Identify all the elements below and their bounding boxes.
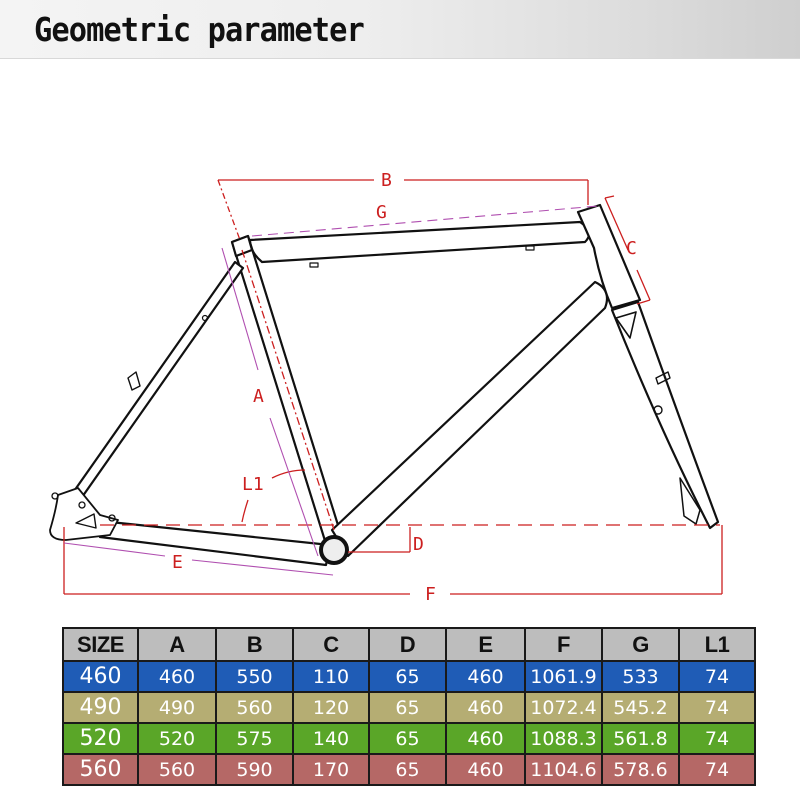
cell-c: 120 (292, 691, 370, 724)
table-row: 520 520 575 140 65 460 1088.3 561.8 74 (62, 722, 756, 755)
column-header-f: F (524, 627, 603, 662)
cell-a: 520 (137, 722, 217, 755)
column-header-g: G (601, 627, 680, 662)
cell-f: 1061.9 (524, 660, 603, 693)
cell-a: 460 (137, 660, 217, 693)
cell-d: 65 (368, 660, 447, 693)
cell-d: 65 (368, 753, 447, 786)
cell-a: 560 (137, 753, 217, 786)
dimension-label-l1: L1 (242, 474, 264, 495)
column-header-b: B (215, 627, 294, 662)
cell-e: 460 (445, 691, 526, 724)
cell-size: 490 (62, 691, 139, 724)
table-row: 460 460 550 110 65 460 1061.9 533 74 (62, 660, 756, 693)
cell-e: 460 (445, 753, 526, 786)
cell-d: 65 (368, 722, 447, 755)
geometry-table: SIZE A B C D E F G L1 460 460 550 110 65… (62, 627, 756, 786)
cell-c: 170 (292, 753, 370, 786)
cell-f: 1104.6 (524, 753, 603, 786)
cell-d: 65 (368, 691, 447, 724)
table-row: 490 490 560 120 65 460 1072.4 545.2 74 (62, 691, 756, 724)
column-header-e: E (445, 627, 526, 662)
frame-geometry-diagram: B G C A L1 D E F (49, 170, 723, 605)
cell-b: 590 (215, 753, 294, 786)
cell-b: 550 (215, 660, 294, 693)
cell-e: 460 (445, 722, 526, 755)
cell-l1: 74 (678, 660, 756, 693)
table-header-row: SIZE A B C D E F G L1 (62, 627, 756, 662)
column-header-l1: L1 (678, 627, 756, 662)
column-header-size: SIZE (62, 627, 139, 662)
cell-f: 1088.3 (524, 722, 603, 755)
column-header-a: A (137, 627, 217, 662)
cell-l1: 74 (678, 722, 756, 755)
dimension-label-b: B (381, 170, 392, 191)
cell-size: 460 (62, 660, 139, 693)
cell-size: 560 (62, 753, 139, 786)
table-row: 560 560 590 170 65 460 1104.6 578.6 74 (62, 753, 756, 786)
dimension-label-f: F (425, 584, 436, 605)
cell-g: 578.6 (601, 753, 680, 786)
cell-l1: 74 (678, 753, 756, 786)
dimension-label-g: G (376, 202, 387, 223)
cell-f: 1072.4 (524, 691, 603, 724)
dimension-label-e: E (172, 552, 183, 573)
cell-c: 110 (292, 660, 370, 693)
cell-b: 575 (215, 722, 294, 755)
bike-frame-drawing (49, 203, 720, 567)
dimension-label-c: C (626, 238, 637, 259)
page-title: Geometric parameter (34, 10, 365, 49)
cell-l1: 74 (678, 691, 756, 724)
cell-g: 533 (601, 660, 680, 693)
cell-size: 520 (62, 722, 139, 755)
cell-g: 545.2 (601, 691, 680, 724)
title-banner: Geometric parameter (0, 0, 800, 59)
dimension-label-d: D (413, 534, 424, 555)
cell-e: 460 (445, 660, 526, 693)
cell-g: 561.8 (601, 722, 680, 755)
column-header-c: C (292, 627, 370, 662)
cell-a: 490 (137, 691, 217, 724)
dimension-label-a: A (253, 386, 264, 407)
guide-lines (63, 205, 599, 576)
cell-b: 560 (215, 691, 294, 724)
cell-c: 140 (292, 722, 370, 755)
dimension-lines (63, 179, 723, 595)
column-header-d: D (368, 627, 447, 662)
